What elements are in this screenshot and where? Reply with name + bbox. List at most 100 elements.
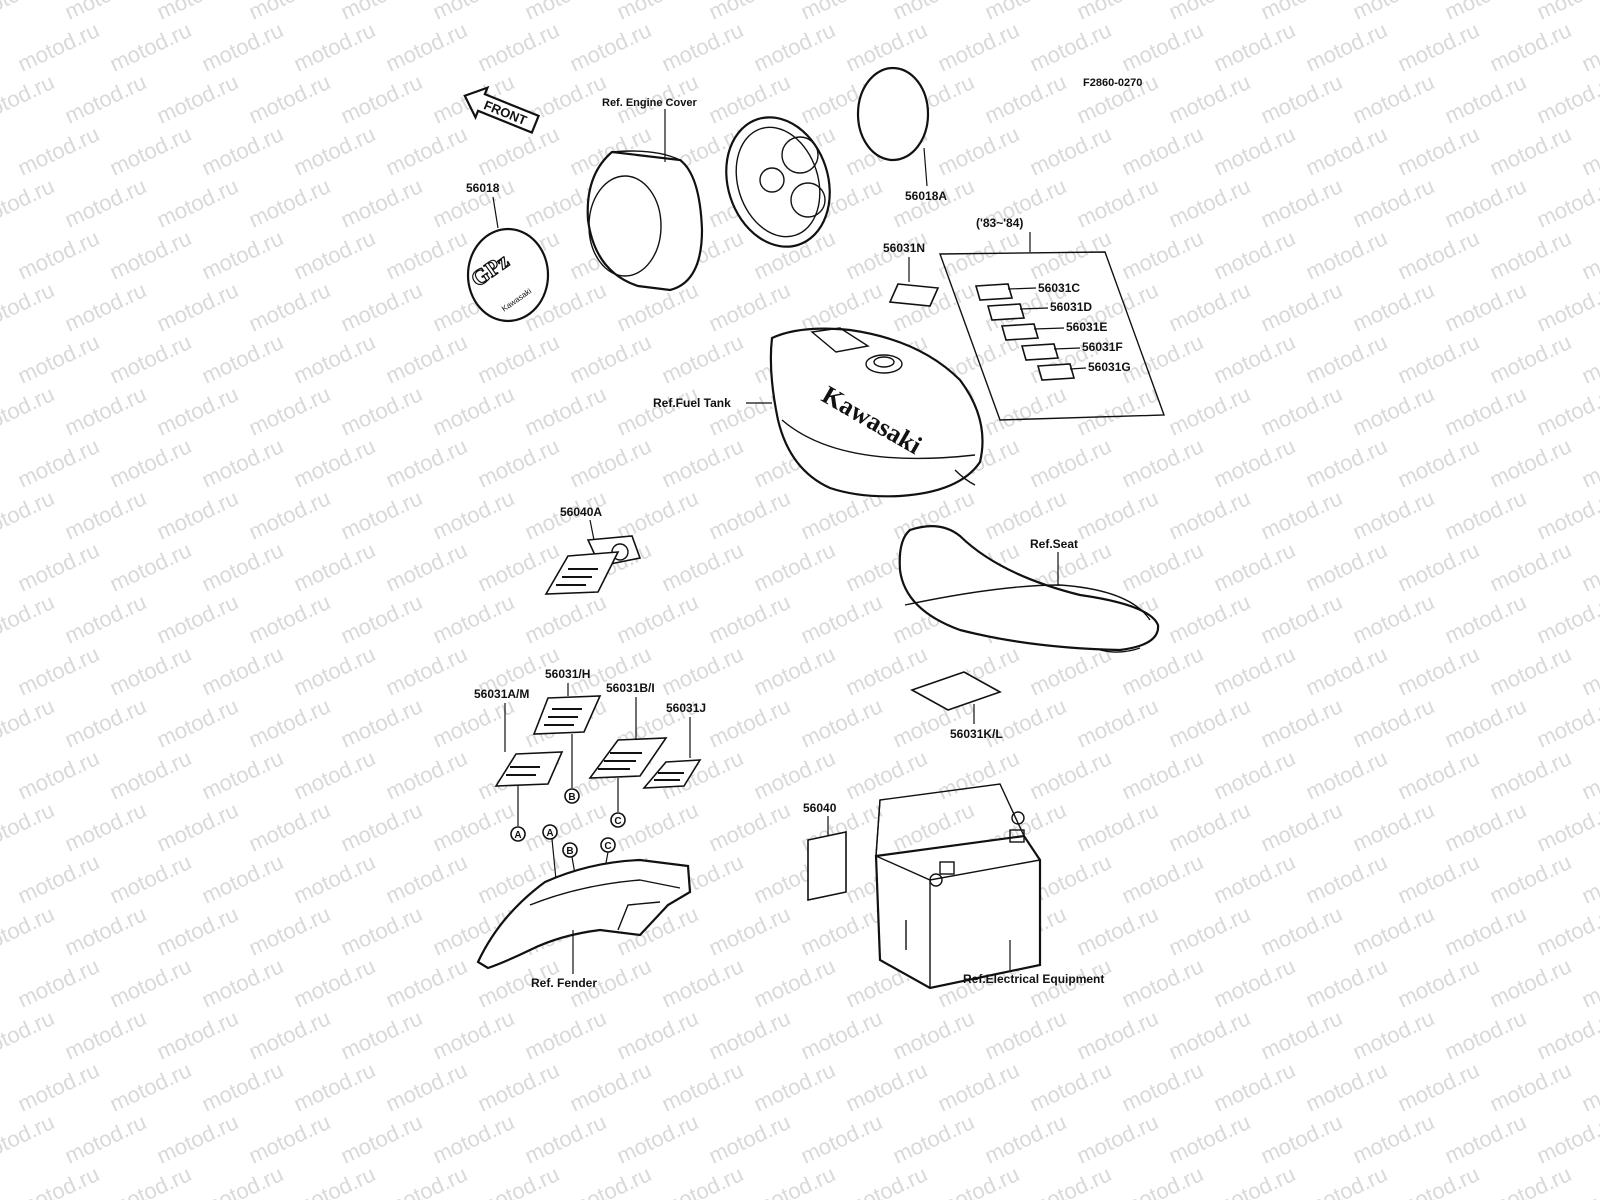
watermark-text: motod.ru (290, 17, 379, 76)
watermark-text: motod.ru (1486, 745, 1575, 804)
watermark-text: motod.ru (0, 173, 58, 232)
watermark-text: motod.ru (1486, 641, 1575, 700)
watermark-text: motod.ru (1026, 17, 1115, 76)
watermark-text: motod.ru (981, 0, 1070, 25)
watermark-text: motod.ru (382, 641, 471, 700)
watermark-text: motod.ru (797, 693, 886, 752)
watermark-text: motod.ru (337, 1005, 426, 1064)
watermark-text: motod.ru (245, 173, 334, 232)
watermark-text: motod.ru (889, 0, 978, 25)
watermark-text: motod.ru (1394, 225, 1483, 284)
part-56031g-label: 56031G (1088, 360, 1131, 374)
watermark-text: motod.ru (1073, 173, 1162, 232)
watermark-text: motod.ru (198, 433, 287, 492)
watermark-text: motod.ru (153, 277, 242, 336)
watermark-text: motod.ru (889, 1109, 978, 1168)
watermark-text: motod.ru (61, 1109, 150, 1168)
watermark-text: motod.ru (61, 693, 150, 752)
watermark-text: motod.ru (1533, 797, 1600, 856)
watermark-text: motod.ru (1165, 1109, 1254, 1168)
watermark-text: motod.ru (106, 1161, 195, 1200)
watermark-text: motod.ru (1210, 121, 1299, 180)
watermark-text: motod.ru (566, 17, 655, 76)
watermark-text: motod.ru (1486, 225, 1575, 284)
watermark-text: motod.ru (153, 69, 242, 128)
part-56040a-label: 56040A (560, 505, 602, 519)
watermark-text: motod.ru (290, 1161, 379, 1200)
watermark-text: motod.ru (889, 1005, 978, 1064)
watermark-text: motod.ru (1533, 1005, 1600, 1064)
watermark-text: motod.ru (337, 69, 426, 128)
watermark-text: motod.ru (198, 537, 287, 596)
watermark-text: motod.ru (1349, 693, 1438, 752)
watermark-text: motod.ru (1210, 537, 1299, 596)
watermark-text: motod.ru (1026, 1057, 1115, 1116)
watermark-text: motod.ru (1578, 1057, 1600, 1116)
watermark-text: motod.ru (1073, 0, 1162, 25)
watermark-text: motod.ru (1210, 1057, 1299, 1116)
watermark-text: motod.ru (1486, 433, 1575, 492)
watermark-text: motod.ru (613, 589, 702, 648)
watermark-text: motod.ru (290, 225, 379, 284)
watermark-text: motod.ru (1073, 1109, 1162, 1168)
watermark-text: motod.ru (1302, 1057, 1391, 1116)
watermark-text: motod.ru (1210, 1161, 1299, 1200)
watermark-text: motod.ru (1533, 901, 1600, 960)
watermark-text: motod.ru (1533, 0, 1600, 25)
watermark-text: motod.ru (981, 1005, 1070, 1064)
watermark-text: motod.ru (290, 329, 379, 388)
watermark-text: motod.ru (1302, 329, 1391, 388)
watermark-text: motod.ru (382, 953, 471, 1012)
watermark-text: motod.ru (1394, 745, 1483, 804)
watermark-text: motod.ru (61, 381, 150, 440)
watermark-text: motod.ru (658, 329, 747, 388)
watermark-text: motod.ru (705, 1109, 794, 1168)
watermark-text: motod.ru (337, 0, 426, 25)
watermark-text: motod.ru (1165, 0, 1254, 25)
watermark-text: motod.ru (934, 1057, 1023, 1116)
watermark-text: motod.ru (1118, 1161, 1207, 1200)
watermark-text: motod.ru (14, 1161, 103, 1200)
watermark-text: motod.ru (934, 745, 1023, 804)
part-56031j-label: 56031J (666, 701, 706, 715)
watermark-text: motod.ru (1026, 225, 1115, 284)
watermark-text: motod.ru (1486, 537, 1575, 596)
watermark-text: motod.ru (750, 1161, 839, 1200)
watermark-text: motod.ru (106, 17, 195, 76)
watermark-text: motod.ru (1578, 329, 1600, 388)
year-group-label: ('83~'84) (976, 216, 1023, 230)
watermark-text: motod.ru (153, 173, 242, 232)
watermark-text: motod.ru (290, 537, 379, 596)
watermark-text: motod.ru (658, 537, 747, 596)
watermark-text: motod.ru (198, 225, 287, 284)
watermark-text: motod.ru (245, 381, 334, 440)
watermark-text: motod.ru (521, 381, 610, 440)
watermark-text: motod.ru (566, 1057, 655, 1116)
watermark-text: motod.ru (153, 589, 242, 648)
watermark-text: motod.ru (14, 1057, 103, 1116)
watermark-text: motod.ru (1118, 953, 1207, 1012)
watermark-text: motod.ru (1578, 953, 1600, 1012)
ref-engine-cover-label: Ref. Engine Cover (602, 97, 697, 109)
watermark-text: motod.ru (1118, 849, 1207, 908)
watermark-text: motod.ru (1210, 433, 1299, 492)
watermark-text: motod.ru (1349, 381, 1438, 440)
watermark-text: motod.ru (382, 433, 471, 492)
ref-fender-label: Ref. Fender (531, 976, 597, 990)
watermark-text: motod.ru (245, 485, 334, 544)
watermark-text: motod.ru (1257, 693, 1346, 752)
watermark-text: motod.ru (198, 121, 287, 180)
watermark-text: motod.ru (1302, 641, 1391, 700)
watermark-text: motod.ru (1118, 17, 1207, 76)
watermark-text: motod.ru (521, 1109, 610, 1168)
watermark-text: motod.ru (429, 589, 518, 648)
watermark-text: motod.ru (61, 1005, 150, 1064)
watermark-text: motod.ru (1210, 745, 1299, 804)
watermark-text: motod.ru (1257, 901, 1346, 960)
watermark-text: motod.ru (1257, 797, 1346, 856)
watermark-text: motod.ru (1210, 329, 1299, 388)
watermark-text: motod.ru (245, 589, 334, 648)
watermark-text: motod.ru (1302, 1161, 1391, 1200)
watermark-text: motod.ru (797, 1109, 886, 1168)
